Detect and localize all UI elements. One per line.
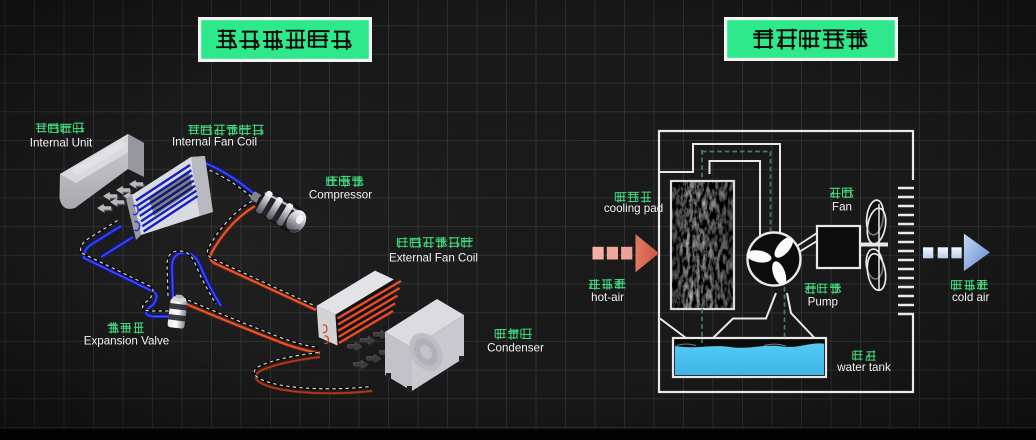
svg-text:Internal Fan Coil: Internal Fan Coil bbox=[172, 136, 257, 149]
svg-text:Compressor: Compressor bbox=[309, 189, 372, 202]
svg-text:Pump: Pump bbox=[808, 296, 838, 309]
svg-text:hot-air: hot-air bbox=[591, 291, 624, 304]
svg-text:Expansion Valve: Expansion Valve bbox=[84, 335, 170, 348]
svg-text:cooling pad: cooling pad bbox=[604, 202, 663, 215]
svg-text:water tank: water tank bbox=[836, 361, 891, 374]
svg-text:Fan: Fan bbox=[832, 201, 852, 214]
svg-text:External Fan Coil: External Fan Coil bbox=[389, 252, 478, 265]
svg-text:Internal Unit: Internal Unit bbox=[30, 137, 93, 150]
svg-text:Condenser: Condenser bbox=[487, 342, 544, 355]
svg-text:cold air: cold air bbox=[952, 291, 990, 304]
